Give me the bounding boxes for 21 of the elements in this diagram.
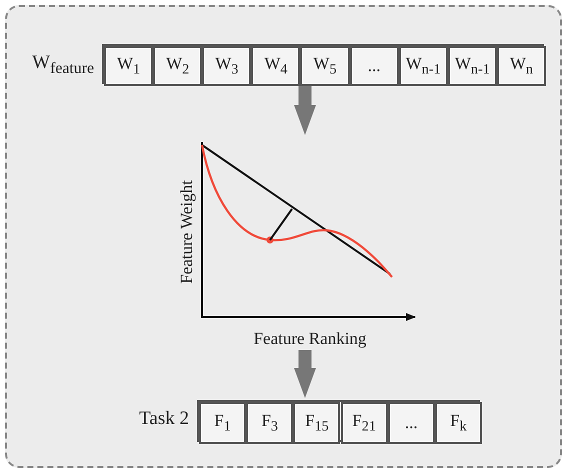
table-cell: F$_{15}$ — [293, 402, 340, 444]
panel-background — [5, 5, 562, 468]
row-label: W$_{feature}$ — [32, 52, 94, 78]
table-cell: F$_{21}$ — [340, 402, 388, 444]
table-cell: F$_{1}$ — [199, 402, 246, 444]
table-cell: W$_{5}$ — [300, 46, 350, 86]
table-cell: W$_{1}$ — [104, 46, 154, 86]
table-cell: F$_{3}$ — [246, 402, 294, 444]
table-cell: ... — [350, 46, 399, 86]
axis-label: Feature Ranking — [254, 329, 366, 349]
table-cell: W$_{n-1}$ — [398, 46, 448, 86]
table-cell: ... — [388, 402, 435, 444]
table-cell: W$_{n}$ — [496, 46, 546, 86]
table-cell: W$_{3}$ — [202, 46, 252, 86]
block-arrow — [294, 350, 316, 398]
table-cell: W$_{n-1}$ — [448, 46, 497, 86]
table-cell: F$_{k}$ — [434, 402, 482, 444]
table-cell: W$_{2}$ — [153, 46, 202, 86]
axis-label: Feature Weight — [177, 180, 197, 284]
row-label: Task 2 — [139, 408, 189, 430]
table-cell: W$_{4}$ — [251, 46, 300, 86]
